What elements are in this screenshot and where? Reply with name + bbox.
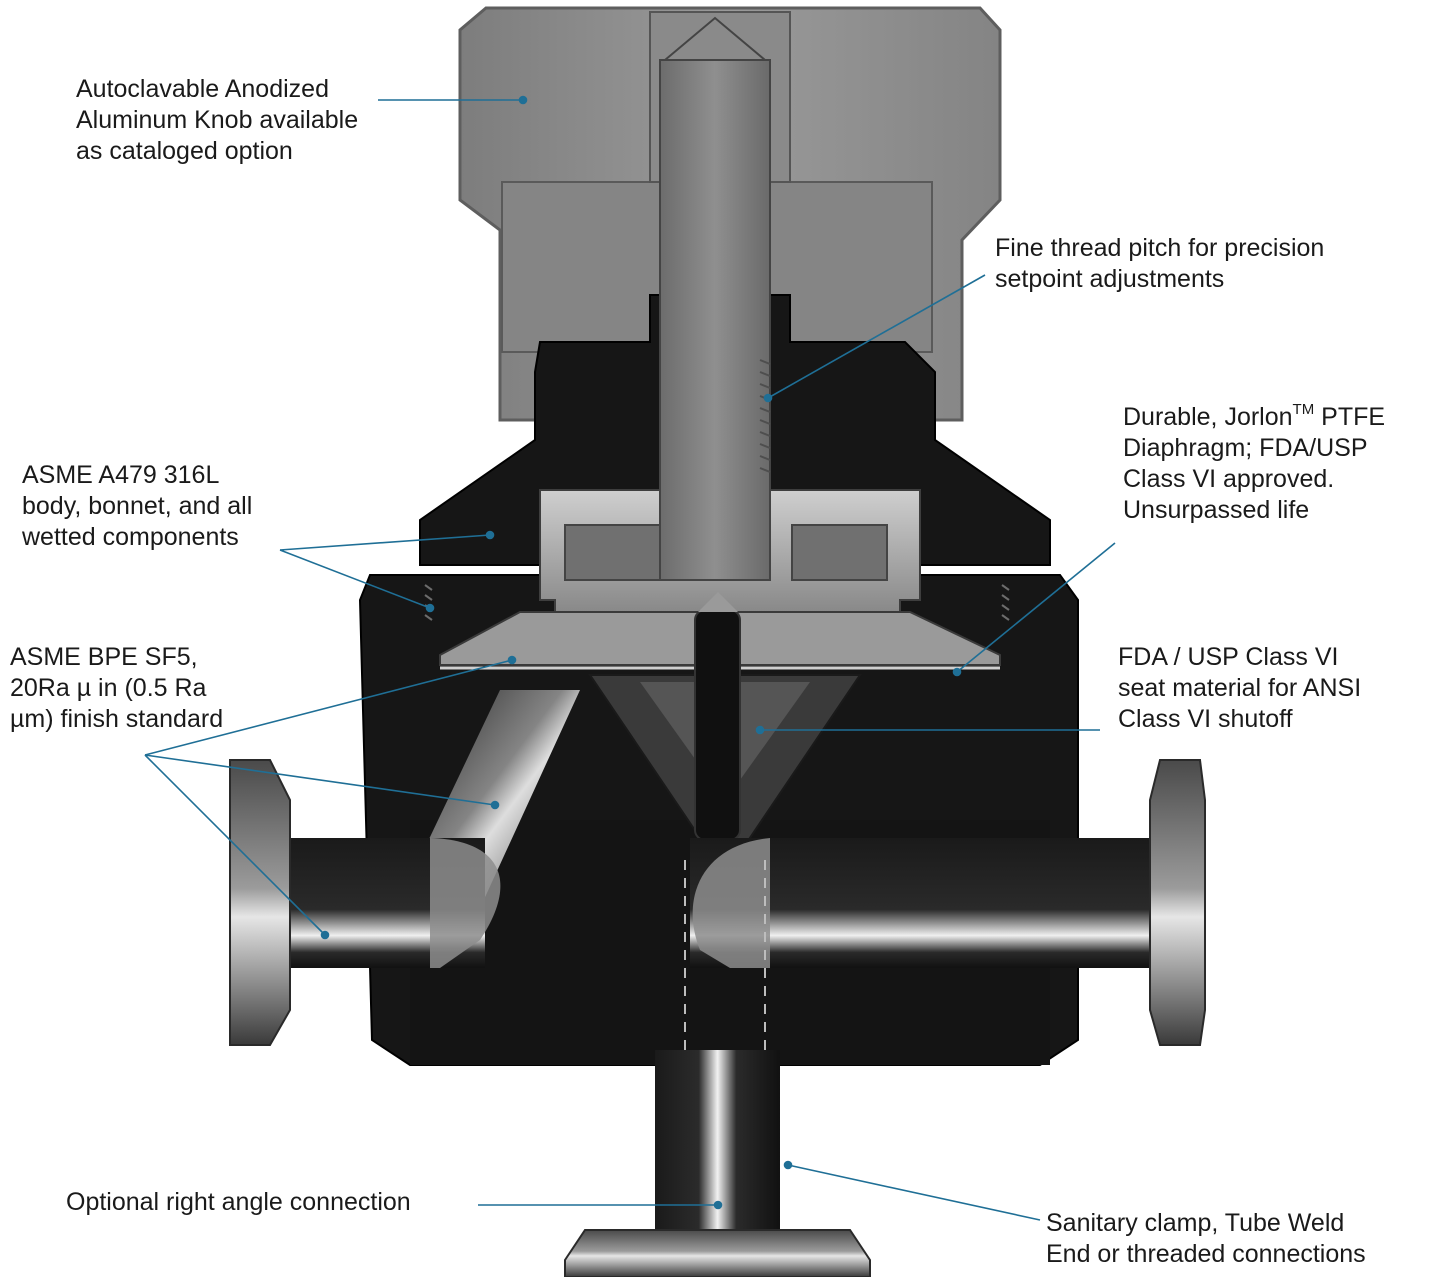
callout-finish-line-1: ASME BPE SF5, [10, 643, 198, 671]
right-thread [1001, 584, 1010, 621]
callout-finish: ASME BPE SF5, 20Ra µ in (0.5 Ra µm) fini… [10, 642, 223, 735]
bottom-port-tube [655, 1050, 780, 1250]
holder-pocket-right [791, 524, 888, 581]
callout-knob-line-3: as cataloged option [76, 137, 293, 165]
leader-diaphragm [956, 542, 1116, 673]
callout-diaphragm-line-1: Durable, JorlonTM PTFE [1123, 400, 1386, 431]
bottom-ferrule [564, 1229, 871, 1277]
callout-finish-line-3: µm) finish standard [10, 705, 224, 733]
callout-body: ASME A479 316L body, bonnet, and all wet… [22, 460, 252, 553]
left-ferrule [229, 759, 291, 1046]
callout-diaphragm: Durable, JorlonTM PTFE Diaphragm; FDA/US… [1123, 402, 1385, 526]
leader-finish-1 [144, 659, 513, 756]
stem-tip [662, 16, 768, 61]
leader-sanitary [787, 1164, 1041, 1221]
leader-lines [144, 95, 1116, 1221]
callout-diaphragm-line-2: Diaphragm; FDA/USP [1123, 434, 1368, 462]
leader-finish-3 [144, 754, 326, 936]
callout-right-angle-line-1: Optional right angle connection [66, 1188, 411, 1216]
callout-body-line-1: ASME A479 316L [22, 461, 220, 489]
stem [659, 59, 771, 581]
callout-thread-line-2: setpoint adjustments [995, 265, 1225, 293]
callout-knob-line-1: Autoclavable Anodized [76, 75, 329, 103]
callout-diaphragm-line-3: Class VI approved. [1123, 465, 1335, 493]
holder-pocket-left [564, 524, 661, 581]
leader-finish-2 [144, 754, 496, 806]
callout-finish-line-2: 20Ra µ in (0.5 Ra [10, 674, 207, 702]
stem-threads [759, 359, 771, 473]
leader-body-1 [279, 534, 491, 551]
callout-knob-line-2: Aluminum Knob available [76, 106, 359, 134]
leader-body-2 [279, 549, 431, 609]
right-ferrule [1149, 759, 1206, 1046]
callout-seat: FDA / USP Class VI seat material for ANS… [1118, 642, 1361, 735]
callout-body-line-2: body, bonnet, and all [22, 492, 253, 520]
callout-seat-line-3: Class VI shutoff [1118, 705, 1293, 733]
right-port-elbow [692, 838, 770, 968]
seat-plug [694, 609, 741, 841]
callout-knob: Autoclavable Anodized Aluminum Knob avai… [76, 74, 358, 167]
callout-seat-line-2: seat material for ANSI [1118, 674, 1362, 702]
callout-seat-line-1: FDA / USP Class VI [1118, 643, 1339, 671]
callout-sanitary: Sanitary clamp, Tube Weld End or threade… [1046, 1208, 1366, 1270]
callout-sanitary-line-2: End or threaded connections [1046, 1240, 1366, 1268]
leader-thread [767, 274, 986, 399]
callout-body-line-3: wetted components [22, 523, 239, 551]
callout-thread-line-1: Fine thread pitch for precision [995, 234, 1325, 262]
callout-thread: Fine thread pitch for precision setpoint… [995, 233, 1324, 295]
callout-sanitary-line-1: Sanitary clamp, Tube Weld [1046, 1209, 1345, 1237]
left-port-elbow [430, 838, 501, 968]
callout-diaphragm-line-4: Unsurpassed life [1123, 496, 1310, 524]
callout-right-angle: Optional right angle connection [66, 1187, 411, 1218]
